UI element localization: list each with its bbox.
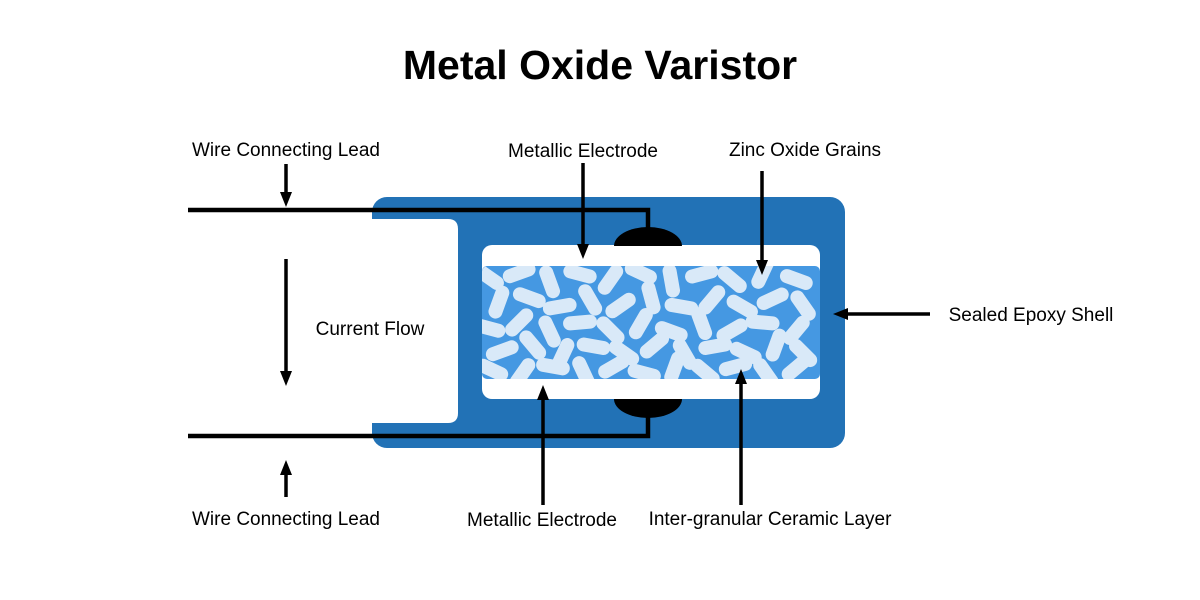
zinc-oxide-grains-arrow: [756, 171, 768, 275]
zinc-oxide-grain: [624, 266, 657, 285]
zinc-oxide-grain: [782, 315, 810, 346]
zinc-oxide-grain: [539, 266, 561, 299]
zinc-oxide-grain: [502, 266, 536, 284]
zinc-oxide-grain: [753, 358, 779, 379]
zinc-oxide-grain: [608, 340, 640, 366]
zinc-oxide-grain: [482, 358, 509, 379]
zinc-oxide-grain: [685, 266, 719, 284]
zinc-oxide-grain: [627, 363, 661, 379]
label-wire-connecting-lead-top: Wire Connecting Lead: [192, 140, 380, 161]
zinc-oxide-grain: [662, 266, 681, 298]
zinc-oxide-grain: [716, 318, 748, 343]
zinc-oxide-grain: [664, 351, 686, 379]
zinc-oxide-grain: [542, 297, 577, 316]
label-current-flow: Current Flow: [316, 319, 425, 340]
zinc-oxide-grain: [718, 356, 753, 377]
zinc-oxide-grain: [572, 356, 595, 379]
bottom-wire-lead: [188, 412, 651, 439]
zinc-oxide-grain: [765, 328, 787, 362]
zinc-oxide-grain: [639, 331, 670, 359]
zinc-oxide-grain: [641, 280, 661, 315]
zinc-oxide-grain: [563, 314, 597, 331]
label-metallic-electrode-top: Metallic Electrode: [508, 141, 658, 162]
zinc-oxide-grains-cluster: [482, 266, 818, 379]
label-wire-connecting-lead-bottom: Wire Connecting Lead: [192, 509, 380, 530]
zinc-oxide-grain: [563, 266, 597, 284]
zinc-oxide-grain: [781, 354, 812, 379]
zinc-oxide-grain: [576, 337, 611, 355]
zinc-oxide-grain: [598, 354, 630, 379]
zinc-oxide-grain: [745, 314, 780, 331]
varistor-device: [188, 197, 845, 448]
bottom-terminal-dome: [614, 399, 682, 418]
zinc-oxide-grain: [605, 292, 636, 319]
zinc-oxide-grain: [664, 297, 699, 316]
zinc-oxide-grain: [488, 285, 510, 319]
zinc-oxide-grain: [482, 318, 506, 338]
zinc-oxide-grain: [698, 337, 733, 355]
annotation-arrows: [280, 163, 930, 505]
zinc-oxide-grain: [628, 307, 653, 340]
intergranular-ceramic-arrow: [735, 369, 747, 505]
zinc-oxide-grain: [597, 266, 624, 295]
zinc-oxide-grain: [717, 266, 747, 293]
zinc-oxide-grain: [482, 266, 504, 291]
zinc-oxide-grain: [485, 340, 519, 362]
zinc-oxide-grain: [505, 308, 534, 337]
zinc-oxide-grain: [519, 330, 547, 360]
current-flow-arrow: [280, 259, 292, 386]
sealed-epoxy-shell-arrow: [833, 308, 930, 320]
zinc-oxide-grain: [538, 315, 561, 348]
label-sealed-epoxy-shell: Sealed Epoxy Shell: [949, 305, 1114, 326]
metallic-electrode-bottom-arrow: [537, 385, 549, 505]
zinc-oxide-grain: [672, 338, 697, 370]
metallic-electrode-top-arrow: [577, 163, 589, 259]
zinc-oxide-grain: [596, 316, 625, 345]
zinc-oxide-grain: [779, 269, 813, 290]
zinc-oxide-grain: [578, 284, 603, 316]
top-wire-lead: [188, 207, 651, 238]
zinc-oxide-grain: [690, 358, 720, 379]
zinc-oxide-grain: [726, 294, 758, 319]
zinc-oxide-grain: [790, 290, 816, 321]
zinc-oxide-grain: [698, 285, 726, 315]
zinc-oxide-grain: [654, 321, 688, 342]
zinc-oxide-grain: [756, 287, 789, 310]
lead-entry-notch: [352, 219, 458, 423]
zinc-oxide-grain: [691, 307, 713, 341]
wire-lead-bottom-arrow: [280, 460, 292, 497]
zinc-oxide-grain: [536, 357, 570, 376]
label-metallic-electrode-bottom: Metallic Electrode: [467, 510, 617, 531]
wire-lead-top-arrow: [280, 164, 292, 207]
zinc-oxide-grain: [512, 287, 546, 309]
page-title: Metal Oxide Varistor: [403, 42, 797, 88]
label-zinc-oxide-grains: Zinc Oxide Grains: [729, 140, 881, 161]
zinc-oxide-grain: [509, 358, 536, 379]
label-intergranular-ceramic-layer: Inter-granular Ceramic Layer: [649, 509, 893, 530]
zinc-oxide-grain: [729, 341, 762, 365]
